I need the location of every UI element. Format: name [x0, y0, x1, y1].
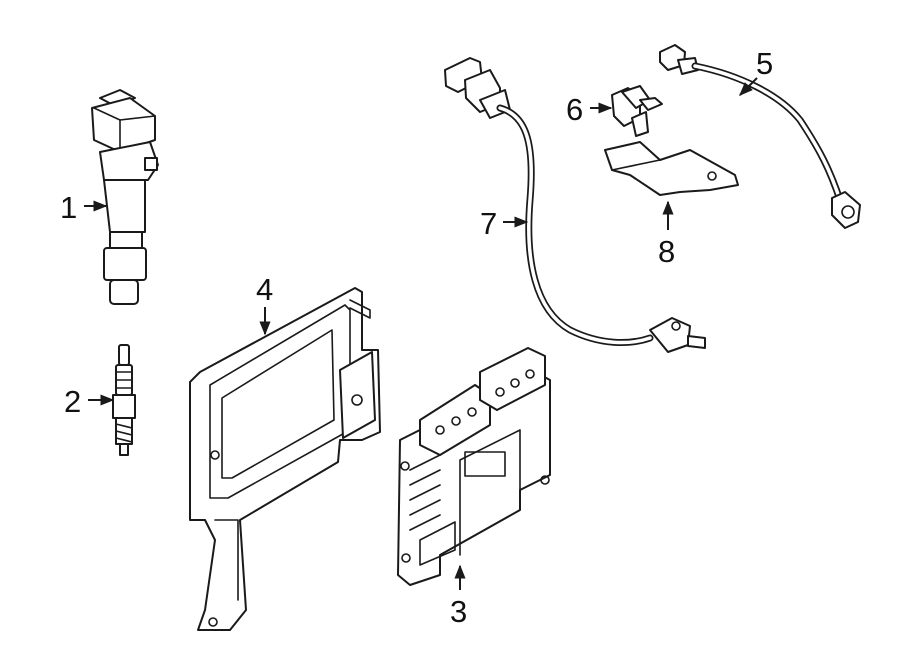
knock-sensor-part [659, 44, 861, 229]
crankshaft-sensor-part [444, 57, 706, 353]
ignition-coil-part [91, 89, 159, 305]
spark-plug-part [112, 344, 136, 456]
callout-6-label: 6 [566, 92, 583, 127]
callout-5-leader [739, 77, 758, 96]
callout-2-label: 2 [64, 384, 81, 419]
callout-3-label: 3 [450, 594, 467, 629]
callout-1-label: 1 [60, 190, 77, 225]
callout-8-label: 8 [658, 234, 675, 269]
callout-4-label: 4 [256, 272, 273, 307]
callout-7-label: 7 [480, 206, 497, 241]
sensor-bracket-part [604, 141, 739, 196]
callout-5-label: 5 [756, 46, 773, 81]
ecm-bracket-part [189, 287, 381, 631]
camshaft-sensor-part [611, 85, 663, 137]
ecm-module-part [397, 347, 551, 586]
